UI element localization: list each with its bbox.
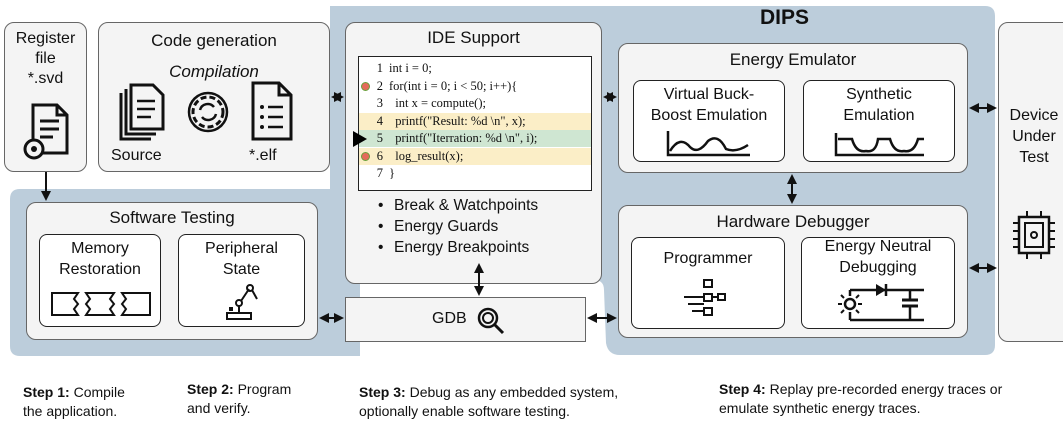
gdb-magnifier-icon [477,307,505,335]
ide-feature-item: Energy Breakpoints [372,237,538,258]
step-4-text: Replay pre-recorded energy traces or [765,381,1003,397]
code-generation-title: Code generation [151,31,277,50]
peripheral-label-line2: State [222,261,261,278]
device-label-line1: Device [1009,107,1059,124]
code-line: 3 int x = compute(); [359,95,591,112]
code-text: printf("Iterration: %d \n", i); [389,131,538,145]
programmer-box: Programmer [631,237,785,329]
code-text: int i = 0; [389,61,432,75]
software-testing-title: Software Testing [109,208,235,227]
elf-label: *.elf [249,147,277,164]
programmer-icon [684,279,726,316]
line-number: 1 [376,61,383,75]
breakpoint-icon[interactable] [361,151,370,161]
ide-support-box: IDE Support 1 int i = 0; 2 for(int i = 0; i… [345,22,602,284]
synthetic-emulation-box: Synthetic Emulation [803,80,955,162]
step-1-bold: Step 1: [23,384,70,400]
register-file-line2: file [35,50,56,67]
dips-title: DIPS [760,6,810,29]
peripheral-label-line1: Peripheral [205,240,278,257]
gear-cycle-icon [187,91,229,133]
line-number: 4 [376,113,383,128]
memory-label-line2: Restoration [59,261,141,278]
source-label: Source [111,147,162,164]
device-under-test-box: Device Under Test [998,22,1063,342]
energy-emulator-box: Energy Emulator Virtual Buck- Boost Emul… [618,43,968,173]
step-2-text: Program [233,381,292,397]
synthetic-trace-icon [834,133,924,157]
gdb-box: GDB [345,297,586,342]
register-file-box: Register file *.svd [4,22,87,172]
current-line-arrow-icon [353,131,367,147]
virtual-buck-boost-box: Virtual Buck- Boost Emulation [633,80,785,162]
breakpoint-icon[interactable] [361,81,370,91]
code-editor: 1 int i = 0; 2 for(int i = 0; i < 50; i++){… [353,56,592,191]
device-label-line3: Test [1019,149,1049,166]
line-number: 6 [376,148,383,163]
step-3-text: Debug as any embedded system, [405,384,619,400]
virtual-label-line1: Virtual Buck- [663,86,755,103]
energy-neutral-debugging-box: Energy Neutral Debugging [801,237,955,329]
synthetic-label-line2: Emulation [843,107,915,124]
virtual-label-line2: Boost Emulation [650,107,768,124]
line-number: 3 [376,96,383,110]
chip-icon [1013,211,1055,259]
step-1-text: Compile [69,384,125,400]
step-2-line2: and verify. [187,400,251,416]
ide-support-title: IDE Support [427,28,520,47]
energy-circuit-icon [838,284,924,322]
code-line: 5 printf("Iterration: %d \n", i); [353,130,591,147]
step-1-line2: the application. [23,403,118,419]
step-3-line2: optionally enable software testing. [359,403,570,419]
memory-label-line1: Memory [71,240,129,257]
code-text: int x = compute(); [389,96,486,110]
register-file-line3: *.svd [27,70,64,87]
line-number: 7 [376,166,383,180]
ide-feature-item: Energy Guards [372,216,538,237]
code-generation-box: Code generation Compilation Source *.elf [98,22,330,172]
code-line: 7} [359,165,591,182]
step-2-bold: Step 2: [187,381,234,397]
code-line: 2 for(int i = 0; i < 50; i++){ [359,78,591,95]
ide-feature-item: Break & Watchpoints [372,195,538,216]
software-testing-box: Software Testing Memory Restoration Peri… [26,202,318,340]
source-files-icon [119,83,165,141]
code-text: } [389,166,395,180]
code-line: 4 printf("Result: %d \n", x); [359,112,591,130]
neutral-label-line1: Energy Neutral [824,238,932,255]
step-3: Step 3: Debug as any embedded system, op… [359,383,618,421]
synthetic-label-line1: Synthetic [846,86,912,103]
step-4-bold: Step 4: [719,381,766,397]
step-4: Step 4: Replay pre-recorded energy trace… [719,380,1002,418]
buck-boost-trace-icon [666,131,750,157]
memory-blocks-icon [51,292,151,316]
code-text: for(int i = 0; i < 50; i++){ [389,78,518,93]
memory-restoration-box: Memory Restoration [39,234,161,327]
step-1: Step 1: Compile the application. [23,383,125,421]
register-file-line1: Register [15,30,76,47]
ide-feature-list: Break & Watchpoints Energy Guards Energy… [372,195,538,258]
compilation-label: Compilation [169,62,259,81]
step-2: Step 2: Program and verify. [187,380,291,418]
peripheral-state-box: Peripheral State [178,234,305,327]
programmer-label: Programmer [663,250,753,267]
hardware-debugger-title: Hardware Debugger [716,212,870,231]
device-label-line2: Under [1012,128,1056,145]
neutral-label-line2: Debugging [839,259,917,276]
code-text: printf("Result: %d \n", x); [389,113,526,128]
hardware-debugger-box: Hardware Debugger Programmer Energy Neut… [618,205,968,338]
step-4-line2: emulate synthetic energy traces. [719,400,921,416]
line-number: 5 [376,131,383,145]
robot-arm-icon [226,284,258,320]
line-number: 2 [376,78,383,93]
gdb-label: GDB [432,310,467,327]
energy-emulator-title: Energy Emulator [729,50,857,69]
step-3-bold: Step 3: [359,384,406,400]
code-line: 6 log_result(x); [359,147,591,165]
code-line: 1 int i = 0; [359,60,591,77]
svd-file-gear-icon [23,103,69,160]
code-text: log_result(x); [389,148,464,163]
elf-file-icon [251,81,293,141]
